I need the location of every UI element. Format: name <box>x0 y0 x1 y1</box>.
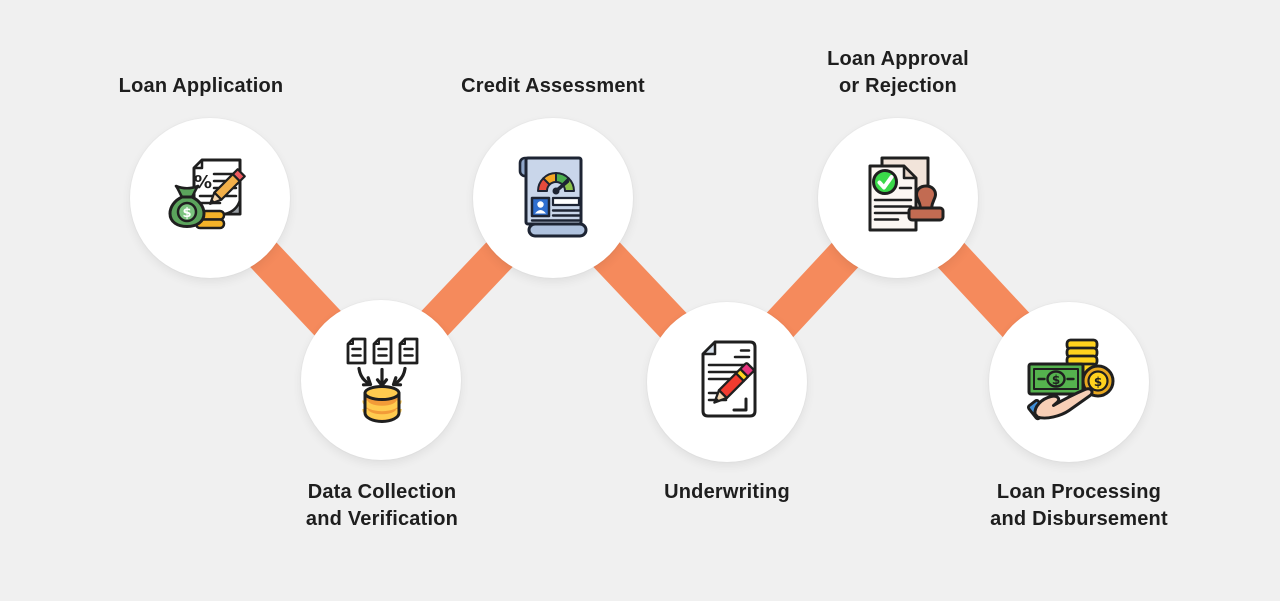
step-label-underwriting: Underwriting <box>664 481 790 503</box>
underwriting-icon <box>701 340 757 418</box>
step-node-loan-approval <box>818 118 978 278</box>
loan-application-icon: % $ <box>168 158 246 230</box>
loan-approval-icon <box>868 156 945 232</box>
svg-text:$: $ <box>1052 373 1060 387</box>
step-node-credit-assessment <box>473 118 633 278</box>
svg-text:$: $ <box>1094 375 1102 389</box>
step-label-data-collection: Data Collection and Verification <box>305 481 459 530</box>
loan-disbursement-icon: $ $ <box>1026 338 1115 421</box>
step-node-loan-application: % $ <box>130 118 290 278</box>
step-node-underwriting <box>647 302 807 462</box>
step-label-loan-disbursement: Loan Processing and Disbursement <box>990 481 1168 530</box>
step-label-loan-application: Loan Application <box>118 75 284 97</box>
step-label-loan-approval: Loan Approval or Rejection <box>827 48 969 97</box>
credit-assessment-icon <box>518 156 588 238</box>
data-collection-icon <box>346 337 419 423</box>
step-node-loan-disbursement: $ $ <box>989 302 1149 462</box>
svg-text:$: $ <box>182 206 191 221</box>
step-label-credit-assessment: Credit Assessment <box>461 75 645 97</box>
step-node-data-collection <box>301 300 461 460</box>
svg-text:%: % <box>194 172 212 193</box>
